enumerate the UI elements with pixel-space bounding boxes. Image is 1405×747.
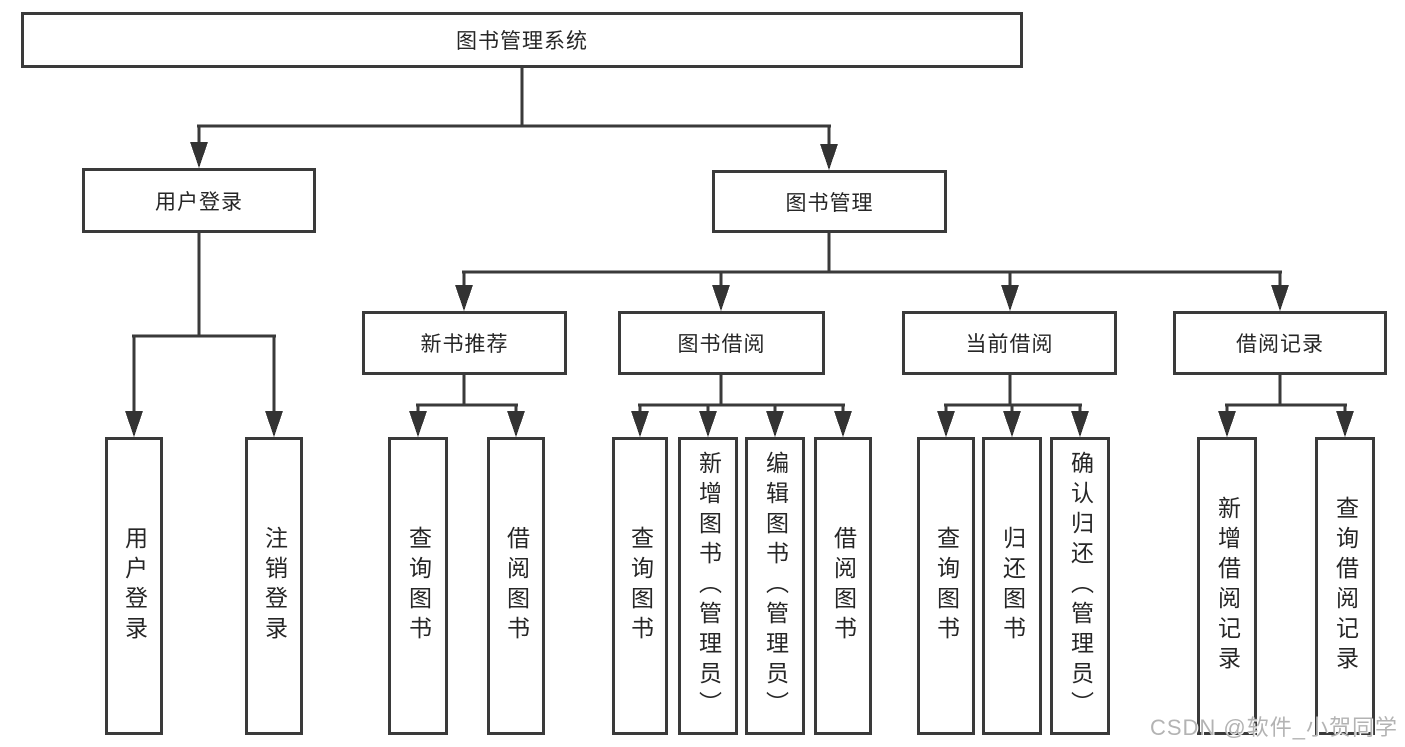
leaf-add-borrow-record: 新增借阅记录	[1197, 437, 1257, 735]
node-label: 借阅记录	[1236, 333, 1324, 356]
connector-new-book-recommend-to-leaves	[409, 372, 525, 437]
connector-current-borrow-to-leaves	[937, 372, 1089, 437]
connector-borrow-records-to-leaves	[1218, 372, 1354, 437]
arrowhead-down-icon	[190, 142, 208, 168]
node-borrow-records: 借阅记录	[1173, 311, 1387, 375]
node-label: 确认归还（管理员）	[1067, 451, 1094, 721]
leaf-query-books-recommend: 查询图书	[388, 437, 448, 735]
arrowhead-down-icon	[1071, 411, 1089, 437]
node-label: 注销登录	[261, 526, 288, 646]
node-label: 借阅图书	[503, 526, 530, 646]
leaf-user-login: 用户登录	[105, 437, 163, 735]
arrowhead-down-icon	[265, 411, 283, 437]
leaf-logout: 注销登录	[245, 437, 303, 735]
node-label: 新增图书（管理员）	[695, 451, 722, 721]
node-label: 查询借阅记录	[1332, 496, 1359, 676]
arrowhead-down-icon	[937, 411, 955, 437]
node-book-borrow: 图书借阅	[618, 311, 825, 375]
arrowhead-down-icon	[455, 285, 473, 311]
connector-book-borrow-to-leaves	[631, 372, 852, 437]
arrowhead-down-icon	[1003, 411, 1021, 437]
node-current-borrow: 当前借阅	[902, 311, 1117, 375]
leaf-borrow-books-recommend: 借阅图书	[487, 437, 545, 735]
node-label: 用户登录	[155, 190, 243, 214]
leaf-borrow-books: 借阅图书	[814, 437, 872, 735]
node-label: 编辑图书（管理员）	[762, 451, 789, 721]
connector-book-management-to-level3	[455, 230, 1289, 311]
arrowhead-down-icon	[631, 411, 649, 437]
arrowhead-down-icon	[125, 411, 143, 437]
node-label: 查询图书	[405, 526, 432, 646]
arrowhead-down-icon	[820, 144, 838, 170]
connector-root-to-level2	[190, 65, 838, 170]
node-label: 用户登录	[121, 526, 148, 646]
node-new-book-recommend: 新书推荐	[362, 311, 567, 375]
arrowhead-down-icon	[699, 411, 717, 437]
arrowhead-down-icon	[1218, 411, 1236, 437]
node-label: 新增借阅记录	[1214, 496, 1241, 676]
leaf-query-books-current: 查询图书	[917, 437, 975, 735]
arrowhead-down-icon	[1001, 285, 1019, 311]
node-label: 当前借阅	[965, 333, 1054, 356]
leaf-confirm-return-admin: 确认归还（管理员）	[1050, 437, 1110, 735]
arrowhead-down-icon	[507, 411, 525, 437]
node-label: 图书管理	[785, 191, 874, 215]
leaf-edit-books-admin: 编辑图书（管理员）	[745, 437, 805, 735]
arrowhead-down-icon	[834, 411, 852, 437]
node-label: 新书推荐	[420, 333, 509, 356]
leaf-add-books-admin: 新增图书（管理员）	[678, 437, 738, 735]
node-user-login: 用户登录	[82, 168, 316, 233]
node-label: 归还图书	[999, 526, 1026, 646]
connector-user-login-to-leaves	[125, 230, 283, 437]
leaf-query-borrow-record: 查询借阅记录	[1315, 437, 1375, 735]
node-book-management: 图书管理	[712, 170, 947, 233]
arrowhead-down-icon	[1336, 411, 1354, 437]
node-label: 图书管理系统	[456, 30, 588, 53]
node-label: 借阅图书	[830, 526, 857, 646]
node-label: 查询图书	[627, 526, 654, 646]
node-label: 图书借阅	[677, 333, 766, 356]
node-label: 查询图书	[933, 526, 960, 646]
leaf-return-books: 归还图书	[982, 437, 1042, 735]
node-library-system: 图书管理系统	[21, 12, 1023, 68]
arrowhead-down-icon	[1271, 285, 1289, 311]
arrowhead-down-icon	[712, 285, 730, 311]
leaf-query-books-borrow: 查询图书	[612, 437, 668, 735]
arrowhead-down-icon	[766, 411, 784, 437]
csdn-watermark: CSDN @软件_小贺同学	[1149, 715, 1398, 740]
arrowhead-down-icon	[409, 411, 427, 437]
